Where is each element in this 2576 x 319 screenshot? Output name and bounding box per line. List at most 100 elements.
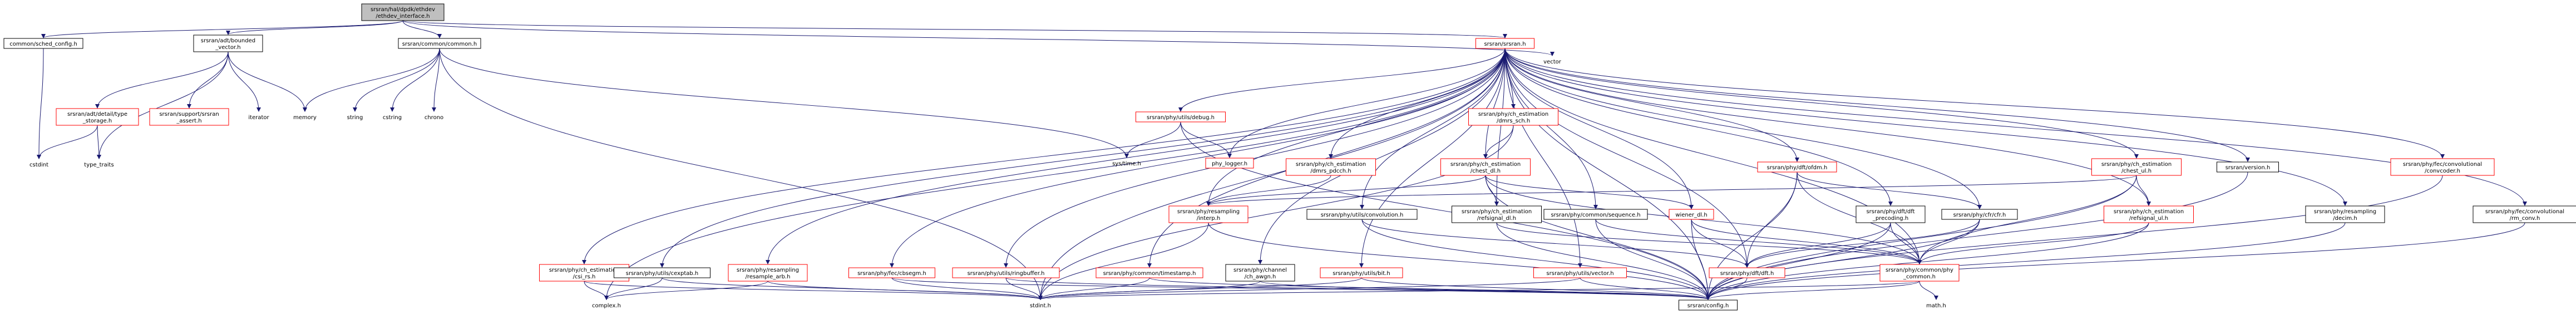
edge-srsran-to-ringbuffer — [1004, 48, 1506, 268]
node-label: /chest_dl.h — [1470, 168, 1501, 174]
edge-bit-to-config — [1361, 277, 1710, 300]
node-ch-awgn[interactable]: srsran/phy/channel/ch_awgn.h — [1225, 264, 1295, 282]
node-label: srsran/version.h — [2225, 165, 2271, 171]
edge-chest_dl-to-interp — [1206, 175, 1486, 206]
edge-refsignal_ul-to-phy_common — [1917, 222, 2149, 264]
node-common[interactable]: srsran/common/common.h — [398, 38, 481, 49]
node-bit[interactable]: srsran/phy/utils/bit.h — [1320, 267, 1403, 278]
node-phy-logger[interactable]: phy_logger.h — [1205, 158, 1254, 169]
node-label: wiener_dl.h — [1675, 212, 1707, 218]
node-cbsegm[interactable]: srsran/phy/fec/cbsegm.h — [848, 267, 935, 278]
node-convolution[interactable]: srsran/phy/utils/convolution.h — [1306, 209, 1418, 220]
edge-refsignal_dl-to-config — [1496, 222, 1710, 300]
node-label: /decim.h — [2333, 215, 2357, 222]
edge-convolution-to-dft — [1361, 219, 1749, 268]
node-label: srsran/common/common.h — [402, 41, 477, 47]
node-convcoder[interactable]: srsran/phy/fec/convolutional/convcoder.h — [2390, 158, 2495, 176]
node-box — [1440, 158, 1531, 176]
edge-interp-to-stdint — [1038, 222, 1209, 300]
node-interp[interactable]: srsran/phy/resampling/interp.h — [1168, 205, 1248, 223]
edge-srsran-to-version — [1504, 48, 2250, 162]
edge-rm_conv-to-config — [1706, 222, 2525, 300]
node-label: srsran/phy/common/timestamp.h — [1103, 271, 1196, 277]
node-chest-ul[interactable]: srsran/phy/ch_estimation/chest_ul.h — [2091, 158, 2182, 176]
edge-srsran-to-rm_conv — [1504, 48, 2527, 206]
edge-srsran-to-phy_common — [1504, 48, 1922, 264]
node-box — [1205, 158, 1254, 169]
edge-bounded_vector-to-type_traits — [97, 51, 229, 159]
edge-common-to-memory — [303, 48, 440, 112]
node-config[interactable]: srsran/config.h — [1679, 300, 1738, 311]
node-ofdm[interactable]: srsran/phy/dft/ofdm.h — [1757, 161, 1837, 173]
edge-timestamp-to-stdint — [1038, 277, 1150, 300]
node-dmrs-sch[interactable]: srsran/phy/ch_estimation/dmrs_sch.h — [1468, 108, 1558, 126]
node-sched-config[interactable]: common/sched_config.h — [3, 38, 83, 49]
node-srsran-assert[interactable]: srsran/support/srsran_assert.h — [149, 108, 229, 126]
node-complex: complex.h — [592, 303, 621, 309]
node-ringbuffer[interactable]: srsran/phy/utils/ringbuffer.h — [952, 267, 1060, 278]
edge-srsran-to-vector_h — [1504, 48, 1582, 268]
node-vector-h[interactable]: srsran/phy/utils/vector.h — [1533, 267, 1627, 278]
node-sequence[interactable]: srsran/phy/common/sequence.h — [1543, 209, 1648, 220]
edge-sched_config-to-cstdint — [37, 48, 44, 159]
node-timestamp[interactable]: srsran/phy/common/timestamp.h — [1095, 267, 1203, 278]
node-label: srsran/phy/ch_estimation — [1478, 111, 1548, 117]
node-label: _storage.h — [82, 118, 112, 124]
node-box — [1855, 205, 1926, 223]
node-box — [193, 35, 263, 52]
node-box — [1225, 264, 1295, 282]
node-dft-precoding[interactable]: srsran/phy/dft/dft_precoding.h — [1855, 205, 1926, 223]
edge-cbsegm-to-stdint — [891, 277, 1043, 300]
node-box — [398, 38, 481, 49]
node-label: memory — [293, 115, 317, 121]
edge-interp-to-config — [1208, 222, 1710, 300]
edge-common-to-stdint — [439, 48, 1043, 300]
node-decim[interactable]: srsran/phy/resampling/decim.h — [2305, 205, 2385, 223]
node-version[interactable]: srsran/version.h — [2217, 161, 2279, 173]
node-cexptab[interactable]: srsran/phy/utils/cexptab.h — [614, 267, 710, 278]
node-label: srsran/phy/ch_estimation — [2114, 209, 2184, 215]
edge-root-to-sched_config — [41, 20, 403, 38]
node-box — [1452, 205, 1542, 223]
node-label: iterator — [248, 115, 269, 121]
node-dmrs-pdcch[interactable]: srsran/phy/ch_estimation/dmrs_pdcch.h — [1286, 158, 1376, 176]
node-chest-dl[interactable]: srsran/phy/ch_estimation/chest_dl.h — [1440, 158, 1531, 176]
node-box — [1941, 209, 2018, 220]
node-cfr[interactable]: srsran/phy/cfr/cfr.h — [1941, 209, 2018, 220]
node-label: cstring — [383, 115, 402, 121]
node-label: cstdint — [29, 162, 48, 168]
edge-srsran-to-chest_dl — [1483, 48, 1506, 159]
node-cstring: cstring — [383, 115, 402, 121]
edge-srsran-to-cexptab — [660, 48, 1506, 268]
edge-common-to-chrono — [432, 48, 440, 112]
node-phy-common[interactable]: srsran/phy/common/phy_common.h — [1879, 264, 1960, 282]
node-srsran[interactable]: srsran/srsran.h — [1475, 38, 1534, 49]
node-box — [952, 267, 1060, 278]
node-debug[interactable]: srsran/phy/utils/debug.h — [1136, 111, 1226, 122]
edge-chest_dl-to-wiener_dl — [1485, 175, 1694, 209]
node-box — [1669, 209, 1714, 220]
edge-refsignal_ul-to-config — [1706, 222, 2149, 300]
node-box — [614, 267, 710, 278]
node-rm-conv[interactable]: srsran/phy/fec/convolutional/rm_conv.h — [2473, 205, 2576, 223]
node-label: srsran/phy/channel — [1233, 267, 1287, 273]
node-label: /dmrs_sch.h — [1497, 118, 1530, 124]
node-wiener-dl[interactable]: wiener_dl.h — [1669, 209, 1714, 220]
edge-dmrs_pdcch-to-interp — [1206, 175, 1331, 206]
node-label: srsran/phy/common/sequence.h — [1551, 212, 1640, 218]
node-root[interactable]: srsran/hal/dpdk/ethdev/ethdev_interface.… — [361, 3, 445, 21]
node-dft[interactable]: srsran/phy/dft/dft.h — [1709, 267, 1785, 278]
edge-root-to-vector — [402, 20, 1555, 56]
node-label: srsran/phy/dft/dft.h — [1720, 271, 1774, 277]
node-label: srsran/config.h — [1687, 303, 1729, 309]
node-bounded-vector[interactable]: srsran/adt/bounded_vector.h — [193, 35, 263, 52]
node-type-storage[interactable]: srsran/adt/detail/type_storage.h — [56, 108, 139, 126]
edge-srsran-to-refsignal_dl — [1494, 48, 1506, 206]
edge-type_storage-to-cstdint — [37, 125, 98, 159]
node-label: /rm_conv.h — [2510, 215, 2540, 222]
node-refsignal-ul[interactable]: srsran/phy/ch_estimation/refsignal_ul.h — [2104, 205, 2194, 223]
node-label: srsran/phy/resampling — [737, 267, 799, 273]
node-resample-arb[interactable]: srsran/phy/resampling/resample_arb.h — [728, 264, 808, 282]
node-refsignal-dl[interactable]: srsran/phy/ch_estimation/refsignal_dl.h — [1452, 205, 1542, 223]
node-box — [1709, 267, 1785, 278]
